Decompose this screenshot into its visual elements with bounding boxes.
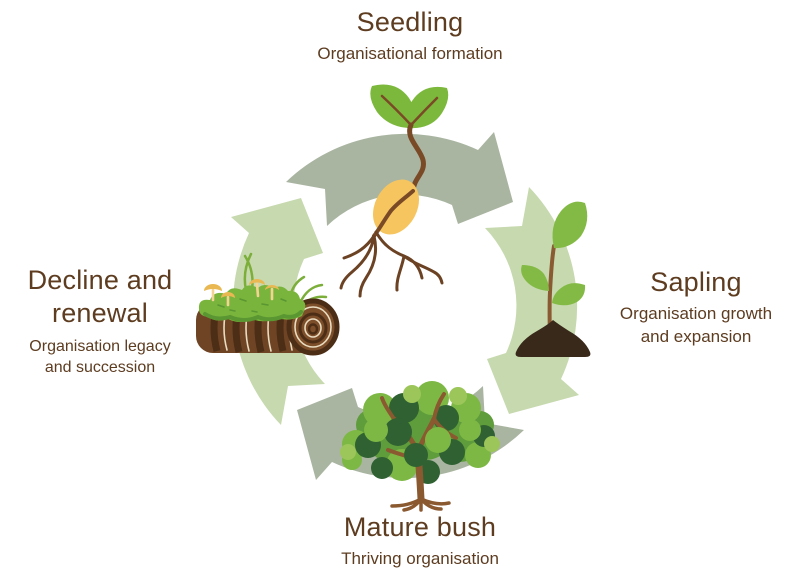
stage-label-sapling: Sapling Organisation growth and expansio… — [620, 266, 772, 348]
stage-subtitle-sapling-line1: Organisation growth — [619, 304, 773, 323]
sapling-leaf-right — [552, 283, 586, 306]
stage-subtitle-sapling: Organisation growth and expansion — [620, 302, 772, 348]
mossy-log-icon — [196, 252, 340, 356]
stage-label-seedling: Seedling Organisational formation — [317, 6, 502, 65]
seed-radicle — [372, 189, 415, 238]
mature-bush-icon — [340, 381, 500, 512]
stage-title-decline-line1: Decline and — [27, 265, 173, 295]
stage-subtitle-decline-line1: Organisation legacy — [29, 338, 171, 355]
stage-subtitle-seedling: Organisational formation — [317, 44, 503, 63]
log-bark-stripes — [210, 303, 287, 353]
stage-subtitle-mature-bush: Thriving organisation — [341, 549, 499, 568]
log-ring-outer — [294, 306, 332, 348]
stage-title-decline-line2: renewal — [52, 298, 148, 328]
sapling-leaf-top — [552, 201, 588, 249]
log-moss-texture — [217, 298, 287, 313]
mushroom-caps — [204, 279, 279, 298]
log-grass-blades — [243, 252, 328, 307]
stage-label-decline-renewal: Decline and renewal Organisation legacy … — [28, 264, 173, 378]
sapling-in-soil-icon — [515, 201, 591, 357]
seed-stem — [407, 122, 426, 194]
stage-label-mature-bush: Mature bush Thriving organisation — [341, 511, 499, 570]
stage-subtitle-decline-renewal: Organisation legacy and succession — [28, 336, 173, 378]
stage-title-decline-renewal: Decline and renewal — [28, 264, 173, 330]
mushroom-stems — [211, 282, 274, 307]
bush-foliage-front — [364, 418, 481, 467]
sapling-leaf-left — [521, 265, 549, 291]
seed-leaf-veins — [380, 94, 439, 127]
seed-roots — [339, 230, 444, 298]
stage-subtitle-sapling-line2: and expansion — [640, 327, 752, 346]
log-ring-mid — [298, 312, 328, 344]
stage-title-seedling: Seedling — [356, 7, 464, 37]
log-ring-core — [307, 323, 319, 335]
log-moss-shadow — [203, 310, 303, 322]
sprouting-seed-icon — [339, 84, 449, 298]
log-bark-lines — [223, 304, 293, 352]
stage-subtitle-decline-line2: and succession — [44, 359, 156, 376]
stage-title-mature-bush: Mature bush — [343, 512, 497, 542]
stage-title-sapling: Sapling — [650, 267, 742, 297]
log-ring-inner — [304, 318, 322, 338]
sapling-soil-mound — [515, 320, 591, 357]
